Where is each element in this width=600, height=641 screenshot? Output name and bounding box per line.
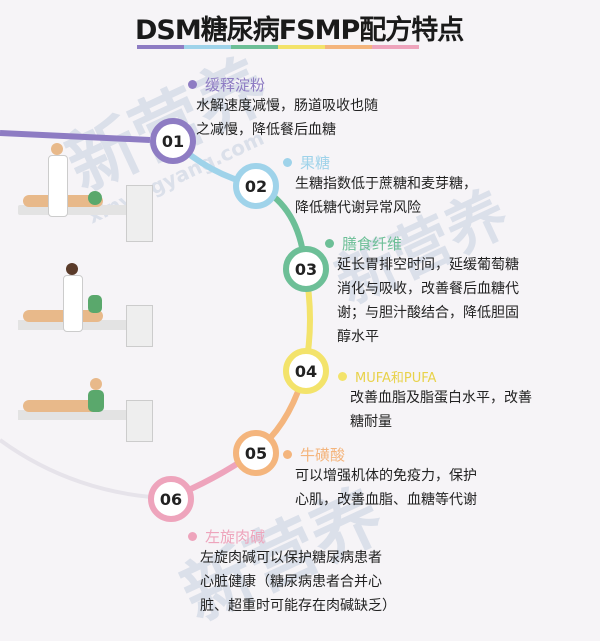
feature-text: 左旋肉碱可以保护糖尿病患者 — [200, 550, 382, 566]
step-05-node: 05 — [233, 430, 279, 476]
feature-text: 延长胃排空时间，延缓葡萄糖 — [337, 257, 519, 273]
feature-text: 水解速度减慢，肠道吸收也随 — [196, 98, 378, 114]
feature-title: 缓释淀粉 — [205, 75, 266, 94]
feature-fructose: 果糖 生糖指数低于蔗糖和麦芽糖， 降低糖代谢异常风险 — [283, 152, 477, 220]
feature-l-carnitine: 左旋肉碱 左旋肉碱可以保护糖尿病患者心脏健康（糖尿病患者合并心脏、超重时可能存在… — [188, 526, 396, 618]
page-title: DSM糖尿病FSMP配方特点 — [135, 15, 464, 46]
step-02-node: 02 — [233, 163, 279, 209]
bullet-dot — [325, 238, 334, 248]
bullet-dot — [283, 157, 292, 167]
bullet-dot — [283, 449, 292, 459]
feature-taurine: 牛磺酸 可以增强机体的免疫力，保护心肌，改善血脂、血糖等代谢 — [283, 444, 477, 512]
feature-mufa-pufa: MUFA和PUFA 改善血脂及脂蛋白水平，改善糖耐量 — [338, 366, 532, 434]
bullet-dot — [188, 79, 197, 89]
feature-title: 牛磺酸 — [300, 445, 346, 464]
feature-text: 之减慢，降低餐后血糖 — [196, 122, 336, 138]
feature-text: 生糖指数低于蔗糖和麦芽糖， — [295, 176, 477, 192]
step-01-node: 01 — [150, 118, 196, 164]
feature-text: 醇水平 — [337, 329, 379, 345]
step-06-node: 06 — [148, 476, 194, 522]
feature-text: 心脏健康（糖尿病患者合并心 — [200, 574, 382, 590]
title-underline — [137, 45, 419, 49]
feature-title: 膳食纤维 — [342, 234, 403, 253]
feature-title: 果糖 — [300, 153, 331, 172]
bullet-dot — [338, 371, 347, 381]
step-03-node: 03 — [283, 246, 329, 292]
bullet-dot — [188, 531, 197, 541]
feature-title: 左旋肉碱 — [205, 527, 266, 546]
step-04-node: 04 — [283, 348, 329, 394]
feature-text: 消化与吸收，改善餐后血糖代 — [337, 281, 519, 297]
feature-text: 心肌，改善血脂、血糖等代谢 — [295, 492, 477, 508]
doctor-patient-illustration-2 — [18, 263, 158, 365]
feature-text: 可以增强机体的免疫力，保护 — [295, 468, 477, 484]
feature-text: 脏、超重时可能存在肉碱缺乏） — [200, 598, 396, 614]
feature-slow-starch: 缓释淀粉 水解速度减慢，肠道吸收也随之减慢，降低餐后血糖 — [188, 74, 378, 142]
doctor-patient-illustration — [18, 143, 158, 255]
feature-text: 改善血脂及脂蛋白水平，改善 — [350, 390, 532, 406]
feature-text: 降低糖代谢异常风险 — [295, 200, 421, 216]
feature-title: MUFA和PUFA — [355, 370, 437, 386]
feature-fiber: 膳食纤维 延长胃排空时间，延缓葡萄糖消化与吸收，改善餐后血糖代谢；与胆汁酸结合，… — [325, 233, 519, 349]
recovered-patient-illustration — [18, 370, 158, 470]
feature-text: 谢；与胆汁酸结合，降低胆固 — [337, 305, 519, 321]
feature-text: 糖耐量 — [350, 414, 392, 430]
